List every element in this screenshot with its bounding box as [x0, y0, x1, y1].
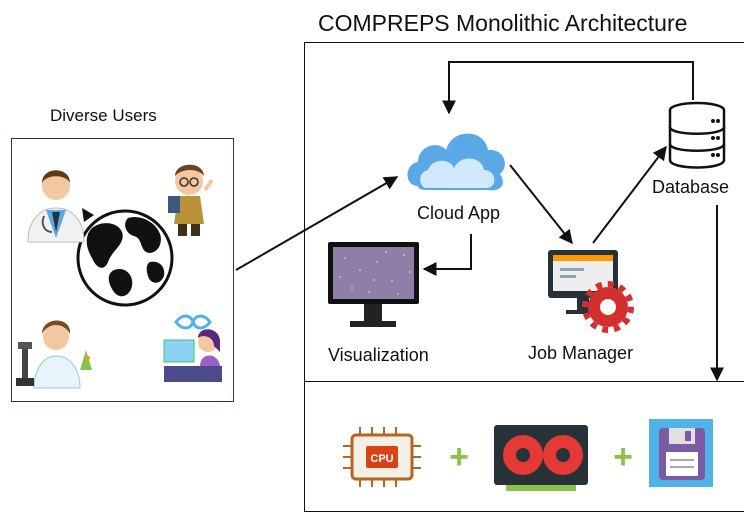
floppy-disk-icon: [649, 419, 713, 487]
arrow-users-to-cloud: [235, 176, 399, 271]
diagram-title: COMPREPS Monolithic Architecture: [318, 10, 688, 36]
arrow-job-to-database: [592, 145, 667, 244]
visualization-label: Visualization: [328, 345, 429, 365]
arrow-database-to-cloud: [442, 61, 694, 115]
monitor-icon: [328, 242, 419, 327]
doctor-icon: [27, 170, 85, 243]
gpu-icon: [494, 425, 588, 491]
cpu-label: CPU: [370, 453, 393, 465]
database-label: Database: [652, 177, 730, 197]
job-manager-icon: [548, 250, 634, 333]
arrow-cloud-to-visualization: [422, 234, 472, 276]
scientist-icon: [16, 320, 92, 389]
plus-sign-2: +: [613, 438, 633, 476]
database-icon: [668, 101, 726, 169]
plus-sign-1: +: [449, 438, 469, 476]
cloud-icon: [407, 133, 505, 191]
globe-icon: [76, 208, 174, 307]
arrow-cloud-to-job: [509, 164, 573, 245]
layer-divider: [304, 381, 744, 382]
job-manager-label: Job Manager: [528, 343, 634, 363]
businessman-icon: [168, 164, 214, 236]
artist-icon: [163, 314, 222, 382]
cloud-app-label: Cloud App: [417, 203, 501, 223]
users-box: [11, 138, 234, 402]
cpu-icon: CPU: [343, 427, 421, 487]
users-label: Diverse Users: [50, 106, 157, 125]
